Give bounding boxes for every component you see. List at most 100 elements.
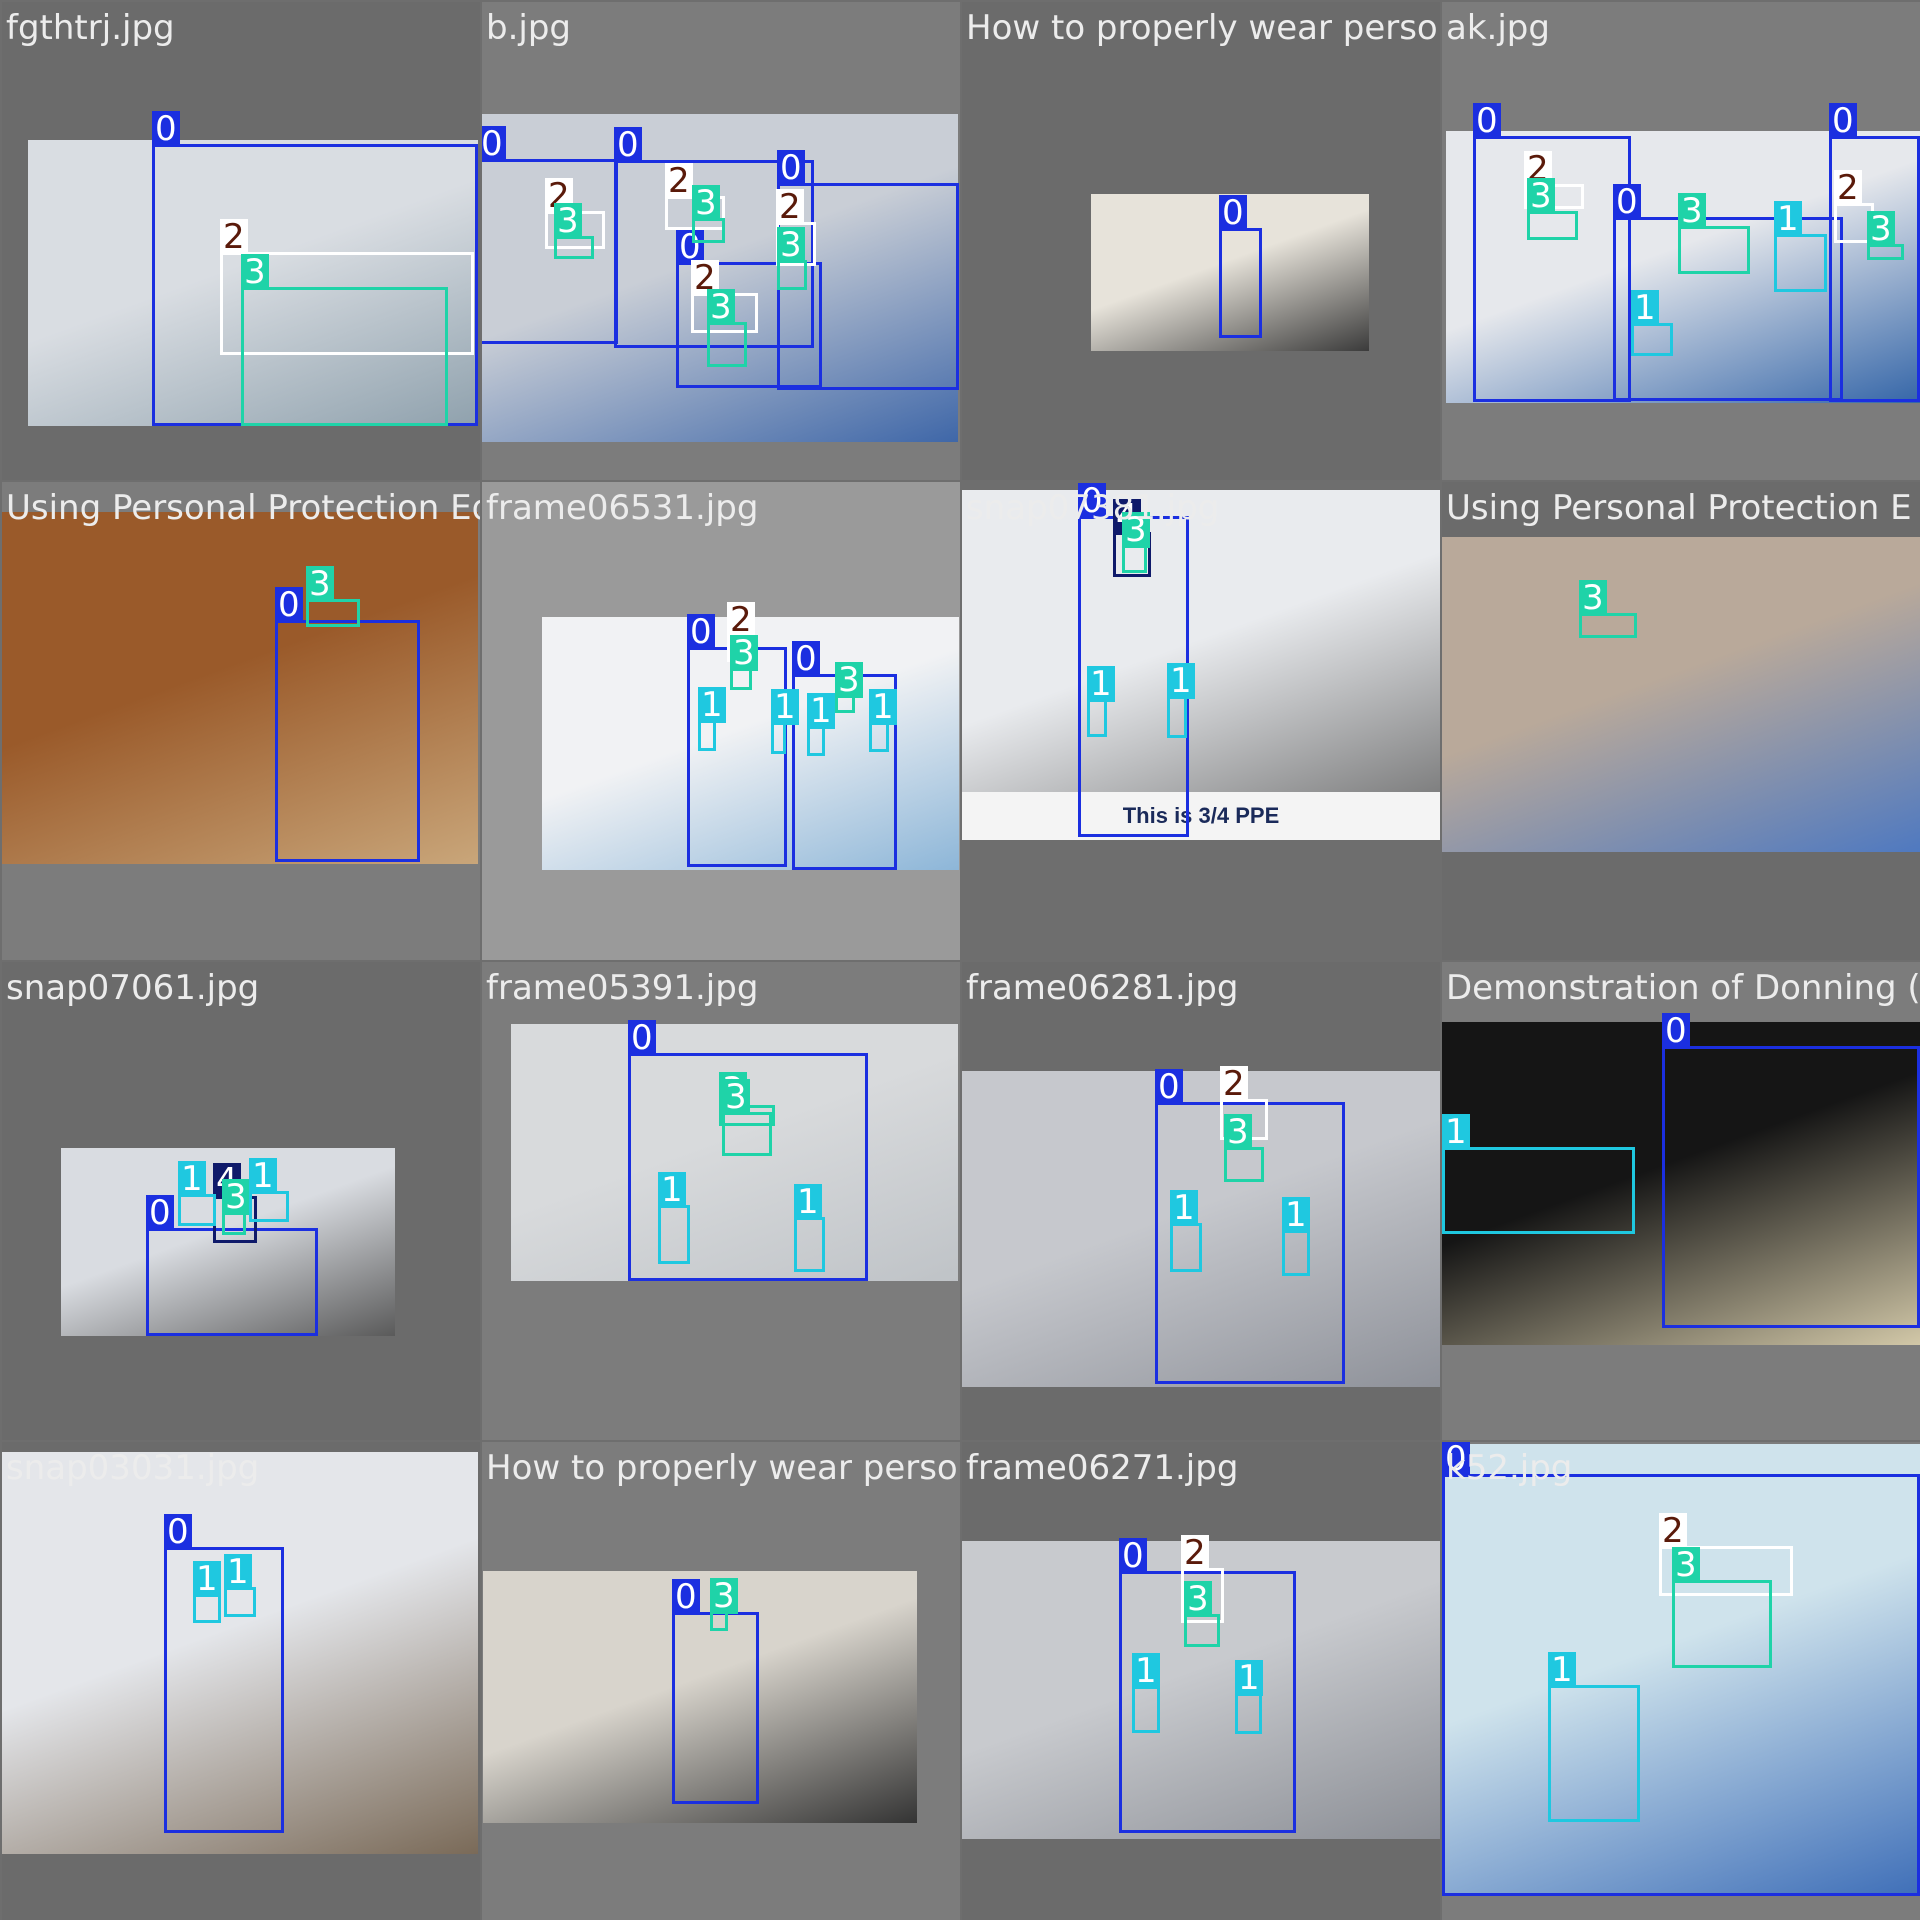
tile-photo <box>511 1024 958 1281</box>
box-class-label: 1 <box>1235 1660 1263 1696</box>
box-class-label: 1 <box>1282 1197 1310 1233</box>
tile-filename: frame06281.jpg <box>966 968 1239 1008</box>
box-class-label: 2 <box>1181 1535 1209 1571</box>
box-class-label: 3 <box>707 289 735 325</box>
box-class-label: 1 <box>771 689 799 725</box>
bounding-box-class-2: 2 <box>1659 1513 1793 1596</box>
box-class-label: 1 <box>224 1554 252 1590</box>
bounding-box-class-3: 3 <box>306 566 360 627</box>
bounding-box-class-0: 0 <box>1119 1538 1296 1833</box>
tile-filename: frame05391.jpg <box>486 968 759 1008</box>
tile-filename: How to properly wear personal protective <box>966 8 1440 48</box>
bounding-box-class-0: 0 <box>275 587 420 862</box>
bounding-box-class-0: 0 <box>628 1020 868 1281</box>
box-class-label: 0 <box>687 614 715 650</box>
bounding-box-class-3: 3 <box>1678 193 1750 274</box>
bounding-box-class-1: 1 <box>1132 1653 1160 1733</box>
tile-photo <box>962 490 1440 840</box>
bounding-box-class-1: 1 <box>224 1554 256 1617</box>
bounding-box-class-3: 3 <box>710 1578 738 1631</box>
box-class-label: 0 <box>777 150 805 186</box>
box-class-label: 0 <box>1613 184 1641 220</box>
bounding-box-class-1: 1 <box>1774 201 1827 292</box>
tile-filename: snap07061.jpg <box>6 968 260 1008</box>
bounding-box-class-3: 3 <box>1122 512 1150 573</box>
bounding-box-class-3: 3 <box>777 227 807 290</box>
tile-photo-fill <box>1442 1022 1920 1345</box>
bounding-box-class-1: 1 <box>807 693 835 756</box>
box-class-label: 3 <box>1122 512 1150 548</box>
box-class-label: 0 <box>152 111 180 147</box>
box-class-label: 1 <box>698 687 726 723</box>
bounding-box-class-0: 0 <box>146 1195 318 1336</box>
box-class-label: 1 <box>1631 290 1659 326</box>
tile-photo <box>2 1452 478 1854</box>
tile-photo-fill <box>962 490 1440 840</box>
box-class-label: 0 <box>1119 1538 1147 1574</box>
bounding-box-class-3: 3 <box>1579 580 1637 638</box>
bounding-box-class-1: 1 <box>178 1161 216 1226</box>
box-class-label: 3 <box>1579 580 1607 616</box>
tile-photo-fill <box>511 1024 958 1281</box>
tile-filename: How to properly wear personal protective <box>486 1448 960 1488</box>
bounding-box-class-0: 0 <box>1442 1442 1920 1896</box>
box-class-label: 3 <box>1867 211 1895 247</box>
tile-filename: Demonstration of Donning (F <box>1446 968 1920 1008</box>
bounding-box-class-3: 3 <box>241 254 448 426</box>
box-class-label: 1 <box>1132 1653 1160 1689</box>
box-class-label: 3 <box>777 227 805 263</box>
bounding-box-class-1: 1 <box>658 1172 690 1264</box>
box-class-label: 0 <box>146 1195 174 1231</box>
bounding-box-class-0: 0 <box>1613 184 1843 401</box>
bounding-box-class-1: 1 <box>771 689 799 754</box>
bounding-box-class-3: 3 <box>222 1179 250 1235</box>
tile-filename: fgthtrj.jpg <box>6 8 175 48</box>
box-class-label: 0 <box>1155 1069 1183 1105</box>
mosaic-tile: 04311snap07061.jpg <box>2 962 480 1440</box>
bounding-box-class-0: 0 <box>1473 103 1631 402</box>
box-class-label: 1 <box>869 689 897 725</box>
tile-filename: frame06271.jpg <box>966 1448 1239 1488</box>
bounding-box-class-1: 1 <box>698 687 726 751</box>
bounding-box-class-1: 1 <box>1235 1660 1263 1734</box>
box-class-label: 3 <box>306 566 334 602</box>
bounding-box-class-3: 3 <box>692 185 725 243</box>
box-class-label: 3 <box>710 1578 738 1614</box>
box-class-label: 1 <box>794 1184 822 1220</box>
box-class-label: 2 <box>220 219 248 255</box>
bounding-box-class-1: 1 <box>1170 1190 1202 1272</box>
bounding-box-class-3: 3 <box>730 635 758 690</box>
bounding-box-class-0: 0 <box>1662 1013 1920 1328</box>
bounding-box-class-0: 0 <box>1829 103 1920 402</box>
bounding-box-class-1: 1 <box>193 1561 221 1623</box>
bounding-box-class-2: 2 <box>1181 1535 1224 1623</box>
bounding-box-class-0: 0 <box>614 127 814 348</box>
box-class-label: 0 <box>1829 103 1857 139</box>
bounding-box-class-1: 1 <box>1167 663 1195 738</box>
box-class-label: 2 <box>1220 1066 1248 1102</box>
bounding-box-class-3: 3 <box>835 662 863 713</box>
bounding-box-class-2: 2 <box>220 219 474 355</box>
tile-filename: frame06531.jpg <box>486 488 759 528</box>
box-class-label: 1 <box>1170 1190 1198 1226</box>
box-class-label: 1 <box>1167 663 1195 699</box>
box-class-label: 1 <box>249 1158 277 1194</box>
box-class-label: 3 <box>222 1179 250 1215</box>
bounding-box-class-1: 1 <box>1631 290 1673 356</box>
tile-photo-fill <box>2 1452 478 1854</box>
box-class-label: 3 <box>1224 1114 1252 1150</box>
box-class-label: 3 <box>1672 1547 1700 1583</box>
tile-photo <box>2 512 478 864</box>
bounding-box-class-1: 1 <box>1087 666 1115 737</box>
box-class-label: 0 <box>482 126 506 162</box>
box-class-label: 0 <box>614 127 642 163</box>
box-class-label: 0 <box>792 641 820 677</box>
box-class-label: 3 <box>554 203 582 239</box>
